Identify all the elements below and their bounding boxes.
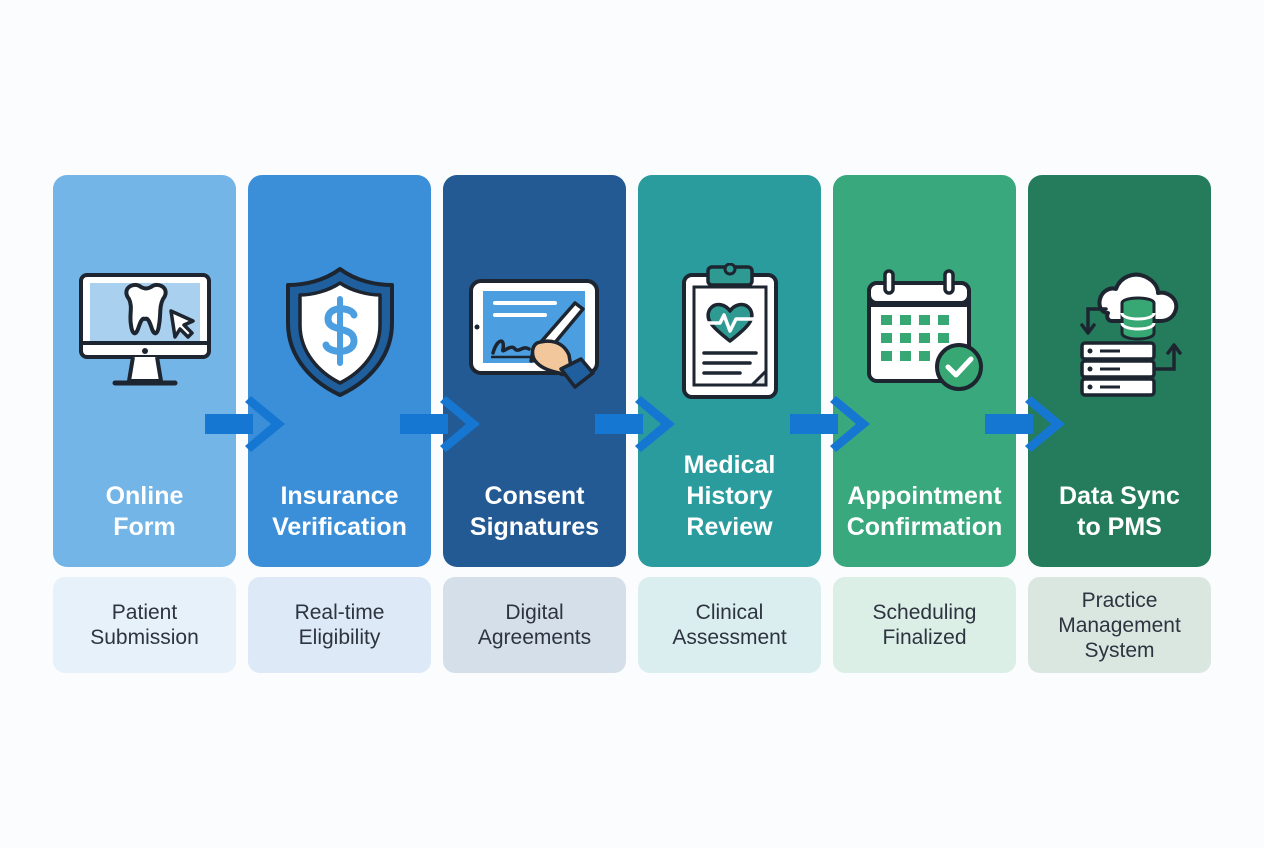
step-title: Data Sync to PMS <box>1059 482 1180 541</box>
shield-dollar-icon <box>248 263 431 403</box>
flow-arrow-icon <box>595 396 675 452</box>
step-card-medical-history-review: Medical History Review <box>638 175 821 567</box>
step-subtitle-consent-signatures: Digital Agreements <box>443 577 626 673</box>
step-card-appointment-confirmation: Appointment Confirmation <box>833 175 1016 567</box>
flow-arrow-icon <box>400 396 480 452</box>
step-card-data-sync-to-pms: Data Sync to PMS <box>1028 175 1211 567</box>
step-subtitle-insurance-verification: Real-time Eligibility <box>248 577 431 673</box>
flow-arrow-icon <box>790 396 870 452</box>
step-card-consent-signatures: Consent Signatures <box>443 175 626 567</box>
step-card-online-form: Online Form <box>53 175 236 567</box>
calendar-check-icon <box>833 263 1016 403</box>
monitor-tooth-icon <box>53 263 236 403</box>
cloud-database-sync-icon <box>1028 263 1211 403</box>
step-title: Medical History Review <box>683 451 776 541</box>
step-title: Appointment Confirmation <box>846 482 1003 541</box>
clipboard-heart-icon <box>638 263 821 403</box>
flow-arrow-icon <box>205 396 285 452</box>
step-title: Consent Signatures <box>469 482 600 541</box>
step-subtitle-medical-history-review: Clinical Assessment <box>638 577 821 673</box>
flow-arrow-icon <box>985 396 1065 452</box>
step-card-insurance-verification: Insurance Verification <box>248 175 431 567</box>
step-subtitle-appointment-confirmation: Scheduling Finalized <box>833 577 1016 673</box>
tablet-signature-icon <box>443 263 626 403</box>
step-title: Online Form <box>105 482 184 541</box>
step-subtitle-online-form: Patient Submission <box>53 577 236 673</box>
step-subtitle-data-sync-to-pms: Practice Management System <box>1028 577 1211 673</box>
step-title: Insurance Verification <box>272 482 407 541</box>
